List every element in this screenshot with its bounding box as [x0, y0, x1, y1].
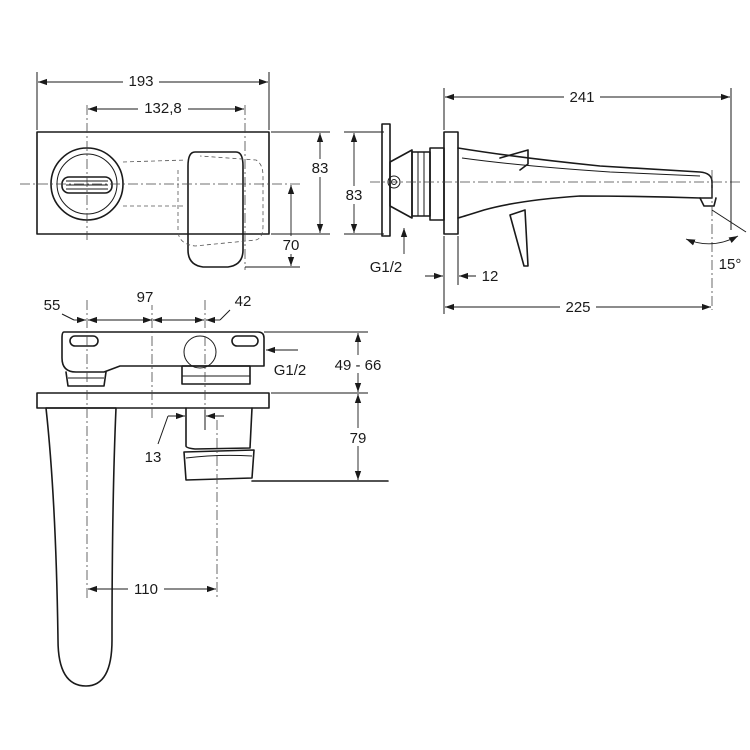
- dim-83-side: 83: [346, 187, 363, 204]
- dim-79: 79: [350, 430, 367, 447]
- dim-83-front: 83: [312, 160, 329, 177]
- side-cover-plate: [443, 131, 459, 235]
- dim-55: 55: [44, 297, 61, 314]
- front-wall-plate: [36, 131, 270, 235]
- dim-241: 241: [569, 89, 594, 106]
- front-lever: [187, 151, 244, 268]
- dim-49-66: 49 - 66: [335, 357, 382, 374]
- front-view: 193 132,8 83 70: [20, 71, 332, 270]
- dim-42: 42: [235, 293, 252, 310]
- dim-225: 225: [565, 299, 590, 316]
- dim-193: 193: [128, 73, 153, 90]
- top-spout: [45, 407, 117, 687]
- top-handle: [185, 407, 253, 450]
- dim-13: 13: [145, 449, 162, 466]
- dim-g12-top: G1/2: [274, 362, 307, 379]
- dim-97: 97: [137, 289, 154, 306]
- side-spout: [457, 147, 713, 219]
- side-view: 241 83 G1/2 12 225 15°: [342, 86, 747, 316]
- top-wall-plate: [36, 392, 270, 409]
- dim-15-deg: 15°: [719, 256, 742, 273]
- dim-132-8: 132,8: [144, 100, 182, 117]
- dim-12: 12: [482, 268, 499, 285]
- side-lever: [499, 149, 529, 171]
- top-valve-body: [61, 331, 265, 373]
- dim-110: 110: [134, 581, 158, 598]
- top-view: 97 55 42 G1/2 49 - 66 79 13 110: [36, 287, 389, 687]
- dim-g12-side: G1/2: [370, 259, 403, 276]
- dim-70: 70: [283, 237, 300, 254]
